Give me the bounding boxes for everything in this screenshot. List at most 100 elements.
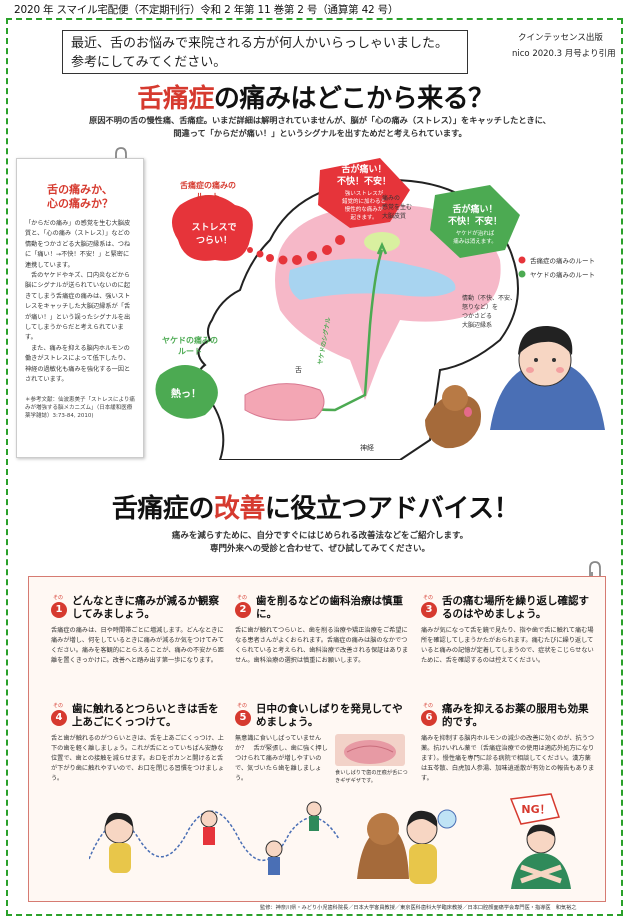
tongue-shape: [244, 383, 325, 421]
notice-box: 最近、舌のお悩みで来院される方が何人かいらっしゃいました。 参考にしてみてくださ…: [62, 30, 468, 74]
title1-red: 舌痛症: [137, 84, 214, 114]
tip-title: 歯を削るなどの歯科治療は慎重に。: [256, 595, 403, 620]
bubble2-line: 痛みは消えます。: [453, 237, 496, 245]
tip-title: 痛みを抑えるお薬の服用も効果的です。: [442, 703, 589, 728]
tip-4: その 4 歯に触れるとつらいときは舌を上あごにくっつけて。 舌と歯が触れるのがつ…: [51, 703, 226, 784]
supervisor-signature: 監修：神奈川県・みどり小児歯科院長／日本大学客員教授／東京医科歯科大学臨床教授／…: [260, 905, 577, 911]
tongue-route-dots: [247, 235, 345, 265]
section2-subtitle: 痛みを減らすために、自分ですぐにはじめられる改善法などをご紹介します。 専門外来…: [60, 530, 580, 556]
wave-people-illustration: [89, 801, 339, 875]
stress-text-1: ストレスで: [191, 222, 236, 233]
tip-body: 舌と歯が触れるのがつらいときは、舌を上あごにくっつけ、上下の歯を軽く離しましょう…: [51, 735, 225, 782]
notice-line-1: 最近、舌のお悩みで来院される方が何人かいらっしゃいました。: [71, 36, 449, 51]
tip-1: その 1 どんなときに痛みが減るか観察してみましょう。 舌痛症の痛みは、日や時間…: [51, 595, 226, 666]
legend-green-dot: [518, 270, 526, 278]
limbic-system: [288, 258, 456, 300]
explanation-body: 「からだの痛み」の感覚を生む大脳皮質と、「心の痛み（ストレス）」などの情動をつか…: [25, 219, 135, 386]
legend-red-dot: [518, 256, 526, 264]
tip-number: 5: [235, 710, 251, 726]
explanation-title-1: 舌の痛みか、: [47, 183, 113, 196]
tip-number: 3: [421, 602, 437, 618]
legend-green-label: ヤケドの痛みのルート: [530, 270, 595, 279]
tip-body: 舌に歯が触れてつらいと、歯を削る治療や矯正治療をご希望になる患者さんがよくおられ…: [235, 627, 409, 664]
tip-body: 舌痛症の痛みは、日や時間帯ごとに増減します。どんなときに痛みが増し、何をしている…: [51, 627, 225, 664]
advice-box: その 1 どんなときに痛みが減るか観察してみましょう。 舌痛症の痛みは、日や時間…: [28, 576, 606, 902]
section1-title: 舌痛症の痛みはどこから来る？: [0, 78, 631, 115]
tip-number: 1: [51, 602, 67, 618]
explanation-para: また、痛みを抑える脳内ホルモンの働きがストレスによって低下したり、神経の過敏化も…: [25, 344, 131, 384]
explanation-para: 「からだの痛み」の感覚を生む大脳皮質と、「心の痛み（ストレス）」などの情動をつか…: [25, 220, 131, 269]
tip-number: 4: [51, 710, 67, 726]
cortex-label: 感覚を生む: [382, 203, 412, 211]
hot-text: 熱っ！: [171, 387, 201, 400]
intro-line-1: 原因不明の舌の慢性痛、舌痛症。いまだ詳細は解明されていませんが、脳が「心の痛み（…: [89, 115, 551, 125]
tongue-label: 舌: [295, 365, 302, 374]
tip-sono: その: [237, 595, 248, 601]
cortex-label: 大脳皮質: [382, 212, 406, 220]
tip-3: その 3 舌の痛む場所を繰り返し確認するのはやめましょう。 痛みが気になって舌を…: [421, 595, 596, 666]
burn-route-label: ヤケドの痛みの: [162, 335, 218, 345]
sub2-line-2: 専門外来への受診と合わせて、ぜひ試してみてください。: [209, 544, 431, 554]
tip-sono: その: [53, 703, 64, 709]
bubble2-line: 不快！不安！: [448, 215, 502, 227]
tip-number: 2: [235, 602, 251, 618]
tip-2: その 2 歯を削るなどの歯科治療は慎重に。 舌に歯が触れてつらいと、歯を削る治療…: [235, 595, 410, 666]
tip-title: 舌の痛む場所を繰り返し確認するのはやめましょう。: [442, 595, 589, 620]
tip-sono: その: [237, 703, 248, 709]
ng-bubble-text: NG！: [521, 803, 550, 816]
stress-blob: [171, 195, 253, 261]
pain-bubble-2: [430, 185, 520, 258]
bubble1-line: 不快！不安！: [337, 175, 391, 187]
tip-sono: その: [53, 595, 64, 601]
title2-red: 改善: [213, 494, 266, 524]
tongue-route-label-1: 舌痛症の痛みの: [180, 180, 236, 190]
tip-title: 歯に触れるとつらいときは舌を上あごにくっつけて。: [72, 703, 219, 728]
section1-intro: 原因不明の舌の慢性痛、舌痛症。いまだ詳細は解明されていませんが、脳が「心の痛み（…: [60, 114, 580, 140]
tip-sono: その: [423, 703, 434, 709]
tip-title: 日中の食いしばりを発見してやめましょう。: [256, 703, 403, 728]
intro-line-2: 間違って「からだが痛い！」というシグナルを出すためだと考えられています。: [173, 128, 467, 138]
sub2-line-1: 痛みを減らすために、自分ですぐにはじめられる改善法などをご紹介します。: [171, 531, 469, 541]
explanation-para: 舌のヤケドやキズ、口内炎などから脳にシグナルが送られていないのに起きてしまう舌痛…: [25, 272, 131, 342]
tip-sono: その: [423, 595, 434, 601]
dog-and-woman-illustration: [357, 809, 457, 884]
burn-route-label: ルート: [178, 347, 202, 356]
header-line: 2020 年 スマイル宅配便（不定期刊行）令和 2 年第 11 巻第 2 号（通…: [14, 4, 399, 16]
tongue-photo-caption: 食いしばりで歯の圧痕が舌につきギザギザです。: [335, 770, 408, 784]
bubble1-line: 慢性的な痛みが: [345, 205, 384, 213]
pain-bubble-1: [318, 158, 410, 228]
tip-5: その 5 日中の食いしばりを発見してやめましょう。 無意識に食いしばっていません…: [235, 703, 410, 785]
tip-number: 6: [421, 710, 437, 726]
explanation-reference: ＊参考文献：仙波恵美子「ストレスにより痛みが増強する脳メカニズム」（日本緩和医療…: [25, 396, 135, 419]
tip-title: どんなときに痛みが減るか観察してみましょう。: [72, 595, 219, 620]
publisher-info: クインテッセンス出版 nico 2020.3 月号より引用: [512, 30, 616, 62]
tongue-photo: [335, 734, 405, 766]
stress-text-2: つらい！: [196, 235, 232, 246]
hot-blob: [155, 365, 218, 419]
worried-person-illustration: [490, 325, 605, 430]
cortex-label: 痛みの: [382, 194, 400, 202]
publisher-citation: nico 2020.3 月号より引用: [512, 49, 616, 59]
bubble2-line: ヤケドが治れば: [456, 229, 495, 237]
burn-route-arrow: [376, 241, 388, 255]
tip-body: 無意識に食いしばっていませんか？ 舌が緊張し、歯に強く押しつけられて痛みが増しや…: [235, 735, 328, 782]
limbic-label: 大脳辺縁系: [462, 321, 492, 329]
tip-6: その 6 痛みを抑えるお薬の服用も効果的です。 痛みを抑制する脳内ホルモンの減少…: [421, 703, 596, 784]
publisher-name: クインテッセンス出版: [518, 33, 603, 43]
pain-route-diagram: ストレスで つらい！ 舌痛症の痛みの ルート 舌が痛い！ 不快！不安！ 強いスト…: [155, 158, 605, 460]
page-frame: [6, 18, 623, 916]
explanation-title-2: 心の痛みか？: [47, 197, 113, 210]
nerve-label: 神経: [360, 443, 374, 452]
bubble1-line: 強いストレスが: [345, 189, 384, 197]
section2-title: 舌痛症の改善に役立つアドバイス！: [0, 488, 631, 525]
bubble1-line: 錯覚的に加わると: [342, 197, 386, 205]
brain-shape: [275, 205, 501, 400]
limbic-label: 情動（不快、不安、: [462, 294, 516, 302]
doctor-ng-illustration: NG！: [509, 793, 571, 889]
tongue-route-label-2: ルート: [196, 192, 220, 201]
legend-red-label: 舌痛症の痛みのルート: [530, 256, 595, 265]
bubble1-line: 舌が痛い！: [341, 163, 386, 175]
tip-body: 痛みが気になって舌を鏡で見たり、指や歯で舌に触れて痛む場所を確認してしまうかたが…: [421, 627, 594, 664]
bubble1-line: 起きます。: [351, 214, 378, 221]
limbic-label: つかさどる: [462, 312, 492, 320]
